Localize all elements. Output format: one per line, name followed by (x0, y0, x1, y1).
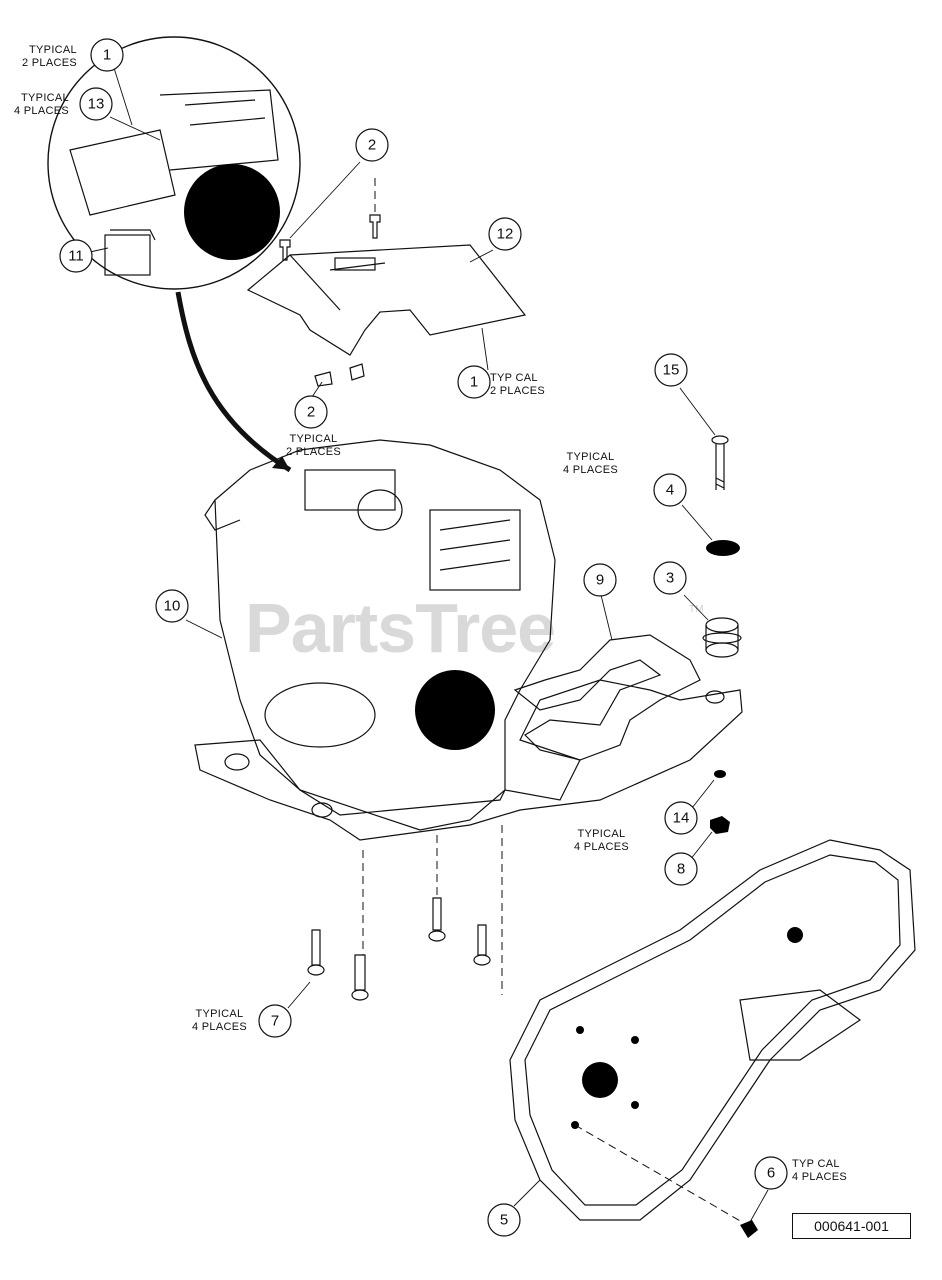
lock-washer-part (714, 770, 726, 778)
bolt-part (711, 435, 729, 490)
arrow-head (272, 456, 290, 470)
callout-11: 11 (59, 239, 93, 273)
trademark-symbol: TM (689, 604, 704, 615)
svg-text:9: 9 (596, 572, 604, 589)
svg-text:5: 5 (500, 1212, 508, 1229)
partstree-watermark: PartsTree (245, 589, 556, 667)
callout-8: 8 (664, 852, 698, 886)
svg-text:3: 3 (666, 570, 674, 587)
callout-1-right: 1 (457, 365, 491, 399)
gasket-part (513, 634, 701, 761)
screw-parts (279, 214, 381, 387)
svg-text:15: 15 (663, 362, 680, 379)
svg-text:1: 1 (103, 47, 111, 64)
callout-10: 10 (155, 589, 189, 623)
callout-5: 5 (487, 1203, 521, 1237)
svg-text:12: 12 (497, 226, 514, 243)
svg-text:4: 4 (666, 482, 674, 499)
svg-text:6: 6 (767, 1165, 775, 1182)
callout-12: 12 (488, 217, 522, 251)
drawing-number: 000641-001 (792, 1213, 911, 1239)
nut-part (710, 816, 730, 834)
svg-text:2: 2 (307, 404, 315, 421)
callout-13: 13 (79, 87, 113, 121)
engine-base-plate (194, 679, 743, 841)
leader-lines (89, 67, 769, 1223)
svg-text:14: 14 (673, 810, 690, 827)
callout-3: 3 (653, 561, 687, 595)
callout-1: 1 (90, 38, 124, 72)
callout-2-top: 2 (355, 128, 389, 162)
detail-view-circle (47, 36, 301, 290)
callout-6: 6 (754, 1156, 788, 1190)
mounting-bolt-parts (307, 897, 491, 1001)
callout-2-bottom: 2 (294, 395, 328, 429)
engine-cover-part (246, 244, 527, 356)
svg-text:2: 2 (368, 137, 376, 154)
isolator-part (702, 617, 742, 658)
svg-text:10: 10 (164, 598, 181, 615)
callout-15: 15 (654, 353, 688, 387)
svg-text:11: 11 (68, 248, 84, 265)
callout-14: 14 (664, 801, 698, 835)
svg-text:8: 8 (677, 861, 685, 878)
svg-text:13: 13 (88, 96, 105, 113)
cover-bolt-part (740, 1220, 758, 1238)
detail-arrow (175, 291, 292, 473)
callout-4: 4 (653, 473, 687, 507)
callout-7: 7 (258, 1004, 292, 1038)
callout-9: 9 (583, 563, 617, 597)
belt-cover-part (509, 839, 916, 1221)
washer-part (706, 540, 740, 556)
svg-text:1: 1 (470, 374, 478, 391)
svg-text:7: 7 (271, 1013, 279, 1030)
assembly-line (574, 1124, 743, 1223)
engine-part (204, 439, 556, 831)
